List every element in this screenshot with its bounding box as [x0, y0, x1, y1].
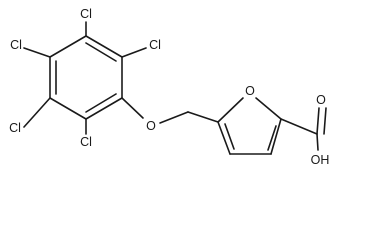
furan-oxygen-label: O	[245, 84, 255, 98]
bond	[159, 111, 189, 124]
carboxylic-acid	[280, 107, 327, 151]
chlorine-label-upper-right: Cl	[149, 38, 161, 52]
bond	[85, 97, 123, 120]
chemical-structure-diagram: Cl Cl Cl Cl Cl O O O OH	[9, 7, 330, 167]
bond	[49, 97, 87, 120]
bond	[121, 97, 144, 119]
double-bond	[267, 125, 277, 151]
ether-linker	[121, 97, 219, 124]
benzene-ring	[49, 35, 123, 120]
bond	[187, 111, 219, 123]
bond	[85, 35, 123, 58]
double-bond	[85, 93, 117, 113]
bond	[217, 121, 231, 155]
bond	[270, 118, 282, 155]
chlorine-label-upper-left: Cl	[10, 38, 22, 52]
hydroxyl-label: OH	[311, 153, 330, 167]
bond	[316, 107, 320, 135]
bond	[280, 118, 318, 135]
carbonyl-oxygen-label: O	[316, 93, 326, 107]
bond	[255, 97, 282, 120]
double-bond	[323, 107, 327, 135]
bond	[316, 133, 319, 151]
double-bond	[85, 42, 117, 62]
bond	[23, 97, 51, 128]
furan-ring	[217, 97, 282, 155]
bond	[23, 47, 51, 58]
chlorine-bonds	[23, 21, 147, 135]
chlorine-label-lower-left: Cl	[9, 121, 21, 135]
chlorine-label-bottom: Cl	[80, 135, 92, 149]
ether-oxygen-label: O	[146, 119, 156, 133]
bond	[49, 35, 87, 58]
double-bond	[224, 123, 235, 150]
bond	[217, 97, 244, 123]
chlorine-label-top: Cl	[80, 7, 92, 21]
bond	[121, 47, 147, 58]
